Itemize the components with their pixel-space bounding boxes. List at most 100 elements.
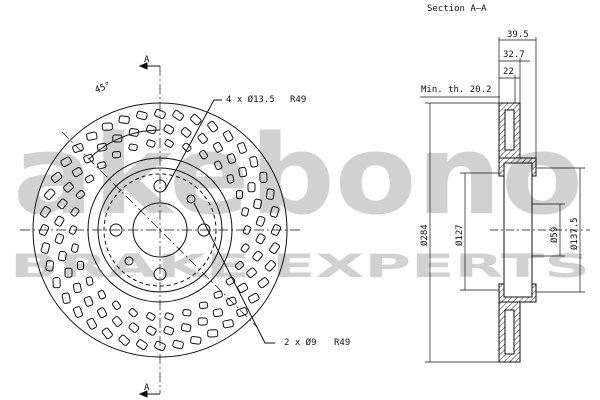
vent-hole [270, 224, 282, 236]
section-dimensions [420, 37, 590, 363]
vent-hole [97, 307, 108, 319]
vent-hole [97, 289, 107, 300]
vent-hole [101, 122, 113, 131]
vent-hole [54, 233, 65, 245]
vent-hole [84, 174, 95, 184]
dim-hat-diameter-label: Ø137.5 [569, 217, 580, 250]
vent-hole [70, 243, 79, 253]
center-line-diagonal [61, 131, 259, 329]
vent-hole [213, 290, 223, 299]
section-labels: Section A–A 39.5 32.7 22 Min. th. 20.2 Ø… [419, 4, 580, 250]
cut-arrowhead-top [138, 62, 148, 70]
vent-hole [198, 301, 209, 309]
vent-hole [163, 124, 175, 135]
angle-arc [88, 129, 161, 160]
dim-hat-height-label: 32.7 [503, 50, 525, 60]
dim-disc-thickness-label: 22 [503, 67, 514, 77]
vent-hole [145, 124, 157, 135]
vent-hole [146, 139, 156, 148]
vent-hole [269, 206, 280, 218]
angle-label: 45° [94, 81, 113, 96]
dim-outer-diameter-label: Ø284 [419, 224, 430, 246]
vent-hole [226, 174, 235, 184]
vent-hole [57, 250, 67, 262]
vent-hole [197, 317, 208, 326]
vent-hole [128, 308, 138, 318]
watermark-brand: akebono [13, 111, 583, 239]
vent-hole [128, 322, 140, 333]
vent-hole [235, 190, 244, 200]
vent-hole [154, 340, 166, 352]
vent-hole [52, 277, 61, 289]
vent-hole [180, 127, 192, 138]
min-thickness-label: Min. th. 20.2 [421, 85, 491, 95]
vent-hole [63, 182, 74, 193]
vent-hole [252, 250, 263, 262]
vent-hole [60, 156, 73, 168]
vent-hole [234, 260, 245, 270]
vent-hole [190, 335, 202, 345]
vent-hole [101, 327, 113, 340]
vent-hole [197, 133, 208, 144]
vent-hole [145, 325, 157, 336]
vent-hole [238, 166, 248, 178]
vent-hole [241, 207, 250, 217]
vent-hole [111, 151, 122, 159]
hat-upper [498, 157, 537, 177]
vent-hole [207, 329, 219, 338]
vent-hole [73, 306, 83, 318]
vent-hole [38, 224, 50, 236]
section-view [498, 102, 537, 363]
dim-hub-diameter-label: Ø127 [454, 224, 465, 246]
vent-hole [182, 308, 192, 317]
vent-hole [255, 233, 266, 245]
vent-hole [112, 316, 123, 327]
vent-hole [172, 109, 184, 121]
vent-hole [57, 198, 68, 210]
vent-hole [86, 317, 98, 330]
vent-hole [180, 323, 192, 333]
vent-hole [68, 225, 78, 235]
vent-hole [128, 127, 140, 137]
vent-hole [207, 120, 219, 133]
vent-hole [118, 334, 130, 346]
vent-hole [128, 143, 138, 152]
vent-hole [269, 242, 281, 254]
vent-hole [265, 188, 275, 200]
pin-hole [186, 194, 196, 204]
pin-hole [124, 256, 134, 266]
vent-hole [212, 308, 224, 318]
vent-hole [72, 143, 84, 153]
vent-hole [253, 198, 263, 210]
vent-hole [76, 260, 85, 270]
dim-center-bore-label: Ø59 [549, 227, 560, 243]
vent-channel-upper [504, 109, 515, 151]
section-title: Section A–A [427, 4, 487, 14]
vent-hole [164, 139, 174, 148]
vent-hole [45, 260, 55, 272]
vent-hole [71, 167, 83, 178]
vent-hole [146, 312, 156, 321]
cut-label-top: A [144, 55, 150, 65]
cut-label-bottom: A [144, 383, 150, 393]
vent-hole [255, 215, 266, 227]
cut-arrowhead-bottom [138, 390, 148, 398]
vent-hole [225, 276, 236, 286]
front-view [20, 62, 300, 398]
vent-hole [50, 171, 63, 183]
vent-hole [240, 243, 250, 253]
bolt-holes-label: 4 x Ø13.5 [226, 94, 275, 105]
vent-channel-lower [504, 309, 515, 355]
vent-hole [54, 215, 65, 227]
vent-hole [222, 130, 234, 143]
front-view-labels: A A 45° 4 x Ø13.5 R49 2 x Ø9 R49 [94, 55, 351, 393]
vent-hole [40, 242, 51, 254]
vent-hole [236, 307, 248, 317]
vent-hole [72, 282, 82, 294]
pin-holes-pcd: R49 [334, 338, 350, 348]
vent-hole [112, 134, 123, 143]
vent-holes [38, 108, 282, 352]
vent-hole [226, 296, 237, 307]
vent-hole [85, 276, 94, 286]
